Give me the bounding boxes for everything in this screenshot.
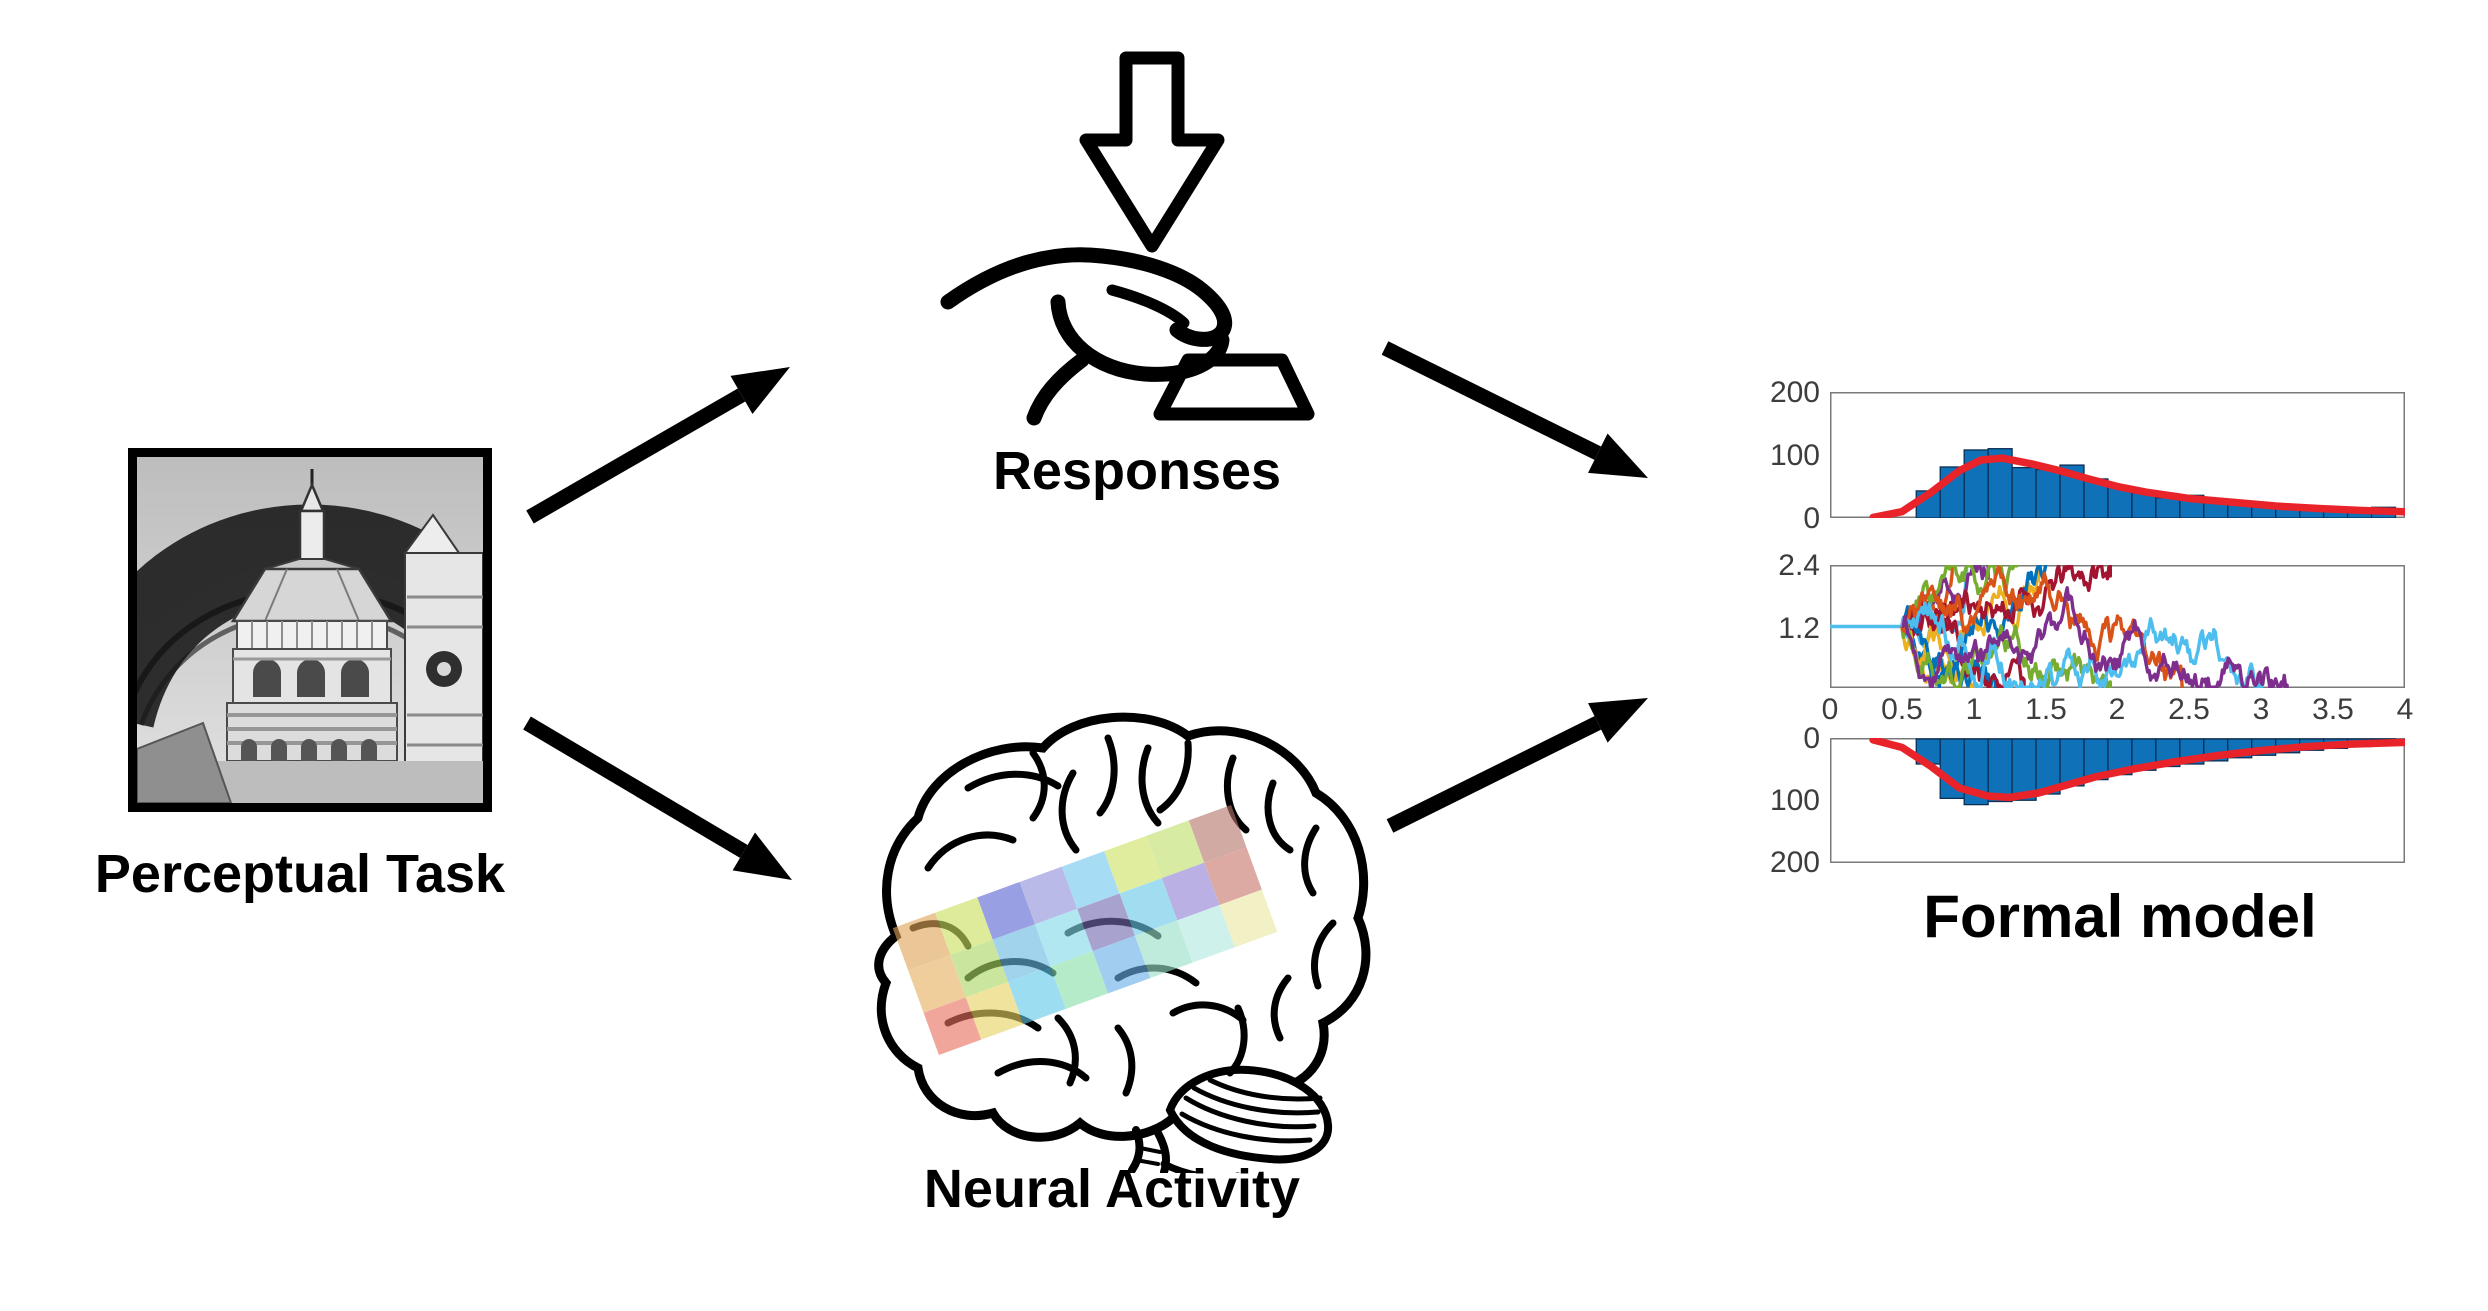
ytick-top-100: 100 — [1769, 439, 1820, 472]
xtick-1p5: 1.5 — [2025, 693, 2067, 726]
xtick-0: 0 — [1821, 693, 1839, 726]
brain-icon — [874, 712, 1371, 1173]
electrode-grid-overlay — [892, 805, 1278, 1055]
neural-activity-label: Neural Activity — [923, 1159, 1301, 1219]
stimulus-image-frame — [128, 448, 492, 812]
upper-rt-histogram-plot — [1830, 392, 2405, 518]
responses-label: Responses — [992, 441, 1282, 501]
ytick-top-200: 200 — [1769, 376, 1820, 409]
evidence-trajectories-plot — [1830, 565, 2405, 688]
formal-model-label: Formal model — [1923, 883, 2317, 950]
hand-icon — [940, 247, 1232, 426]
ytick-bot-0: 0 — [1803, 722, 1820, 755]
cerebellum — [1165, 1065, 1333, 1164]
xtick-1: 1 — [1965, 693, 1983, 726]
ytick-mid-1p2: 1.2 — [1778, 612, 1820, 645]
ytick-mid-2p4: 2.4 — [1778, 549, 1820, 582]
down-arrow-icon — [1079, 51, 1225, 253]
xtick-2: 2 — [2108, 693, 2126, 726]
cathedral-photo — [137, 457, 483, 803]
xtick-2p5: 2.5 — [2168, 693, 2210, 726]
xtick-0p5: 0.5 — [1881, 693, 1923, 726]
brain-stem — [1128, 1126, 1240, 1173]
ytick-bot-100: 100 — [1769, 784, 1820, 817]
response-button-press-icon — [940, 51, 1315, 426]
xtick-4: 4 — [2396, 693, 2414, 726]
ytick-top-0: 0 — [1803, 502, 1820, 535]
xtick-3: 3 — [2252, 693, 2270, 726]
cerebellum-folds — [1179, 1077, 1323, 1144]
xtick-3p5: 3.5 — [2312, 693, 2354, 726]
lower-rt-histogram-plot — [1830, 738, 2405, 863]
ytick-bot-200: 200 — [1769, 846, 1820, 879]
perceptual-task-label: Perceptual Task — [94, 844, 506, 904]
